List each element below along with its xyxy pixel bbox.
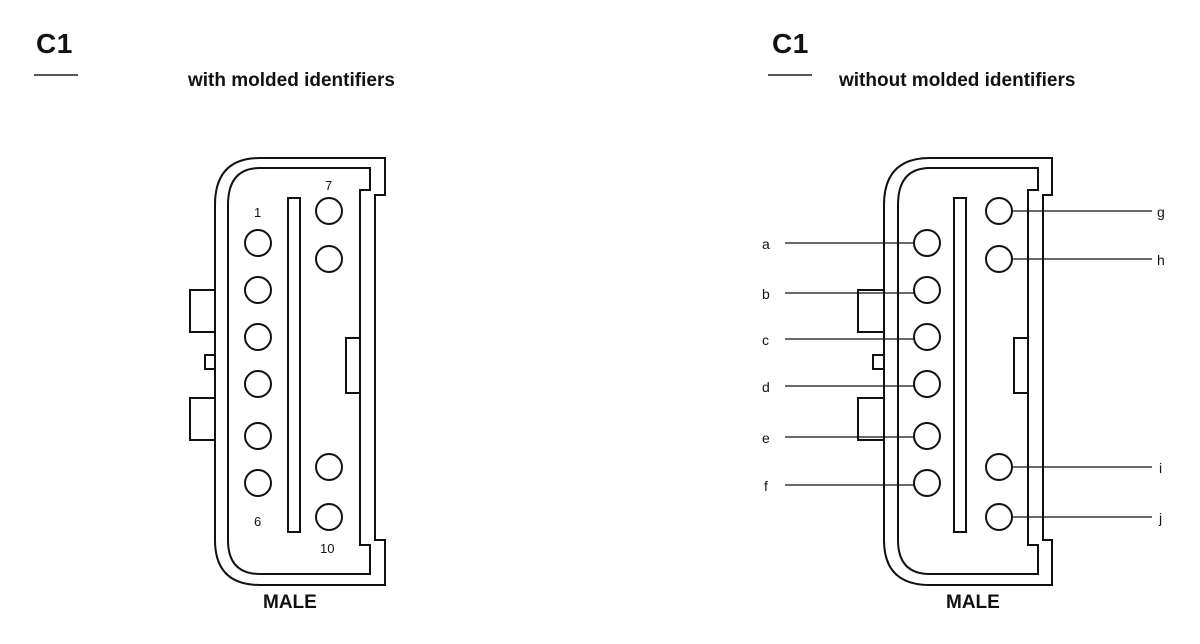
pin-callout-label: g [1157,204,1165,220]
connector-panel-plain: C1 without molded identifiers [600,0,1200,644]
pin-d [913,370,941,398]
pin-1 [244,229,272,257]
pin-callout-label: f [764,478,768,494]
housing-inner-wall [897,167,1039,575]
pin-number-label: 6 [254,514,261,529]
latch-tab [872,354,885,370]
pin-h [985,245,1013,273]
pin-2 [244,276,272,304]
pin-7 [315,197,343,225]
pin-number-label: 1 [254,205,261,220]
pin-e [913,422,941,450]
pin-8 [315,245,343,273]
pin-a [913,229,941,257]
housing-outline [883,157,1053,586]
connector-subtitle: without molded identifiers [839,70,1076,91]
connector-panel-molded: C1 with molded identifiers [34,28,395,613]
pin-10 [315,503,343,531]
pin-callout-label: i [1159,460,1162,476]
connector-id-underline [34,74,78,76]
pin-9 [315,453,343,481]
pin-callout-label: h [1157,252,1165,268]
pin-i [985,453,1013,481]
latch-tab [189,397,216,441]
pin-callout-label: c [762,332,769,348]
pin-g [985,197,1013,225]
housing-outline [214,157,386,586]
pin-callout-label: b [762,286,770,302]
pin-callout-label: d [762,379,770,395]
polarization-ridge [1013,337,1029,394]
pin-3 [244,323,272,351]
latch-tab [204,354,216,370]
center-divider [287,197,301,533]
pin-number-label: 10 [320,541,334,556]
pin-j [985,503,1013,531]
connector-gender-label: MALE [263,592,317,613]
pin-c [913,323,941,351]
connector-gender-label: MALE [946,592,1000,613]
pin-6 [244,469,272,497]
connector-subtitle: with molded identifiers [188,70,395,91]
pin-callout-label: e [762,430,770,446]
polarization-ridge [345,337,361,394]
center-divider [953,197,967,533]
connector-id: C1 [772,28,809,59]
pin-4 [244,370,272,398]
connector-id-underline [768,74,812,76]
latch-tab [189,289,216,333]
housing-inner-wall [227,167,371,575]
latch-tab [857,289,885,333]
latch-tab [857,397,885,441]
pin-callout-label: a [762,236,770,252]
connector-drawing-molded: 1 6 7 10 [189,157,386,586]
pin-callout-label: j [1158,510,1162,526]
pin-5 [244,422,272,450]
pin-b [913,276,941,304]
pin-f [913,469,941,497]
connector-id: C1 [36,28,73,59]
connector-drawing-plain: a b c d e f g h i j [762,157,1165,586]
pin-number-label: 7 [325,178,332,193]
